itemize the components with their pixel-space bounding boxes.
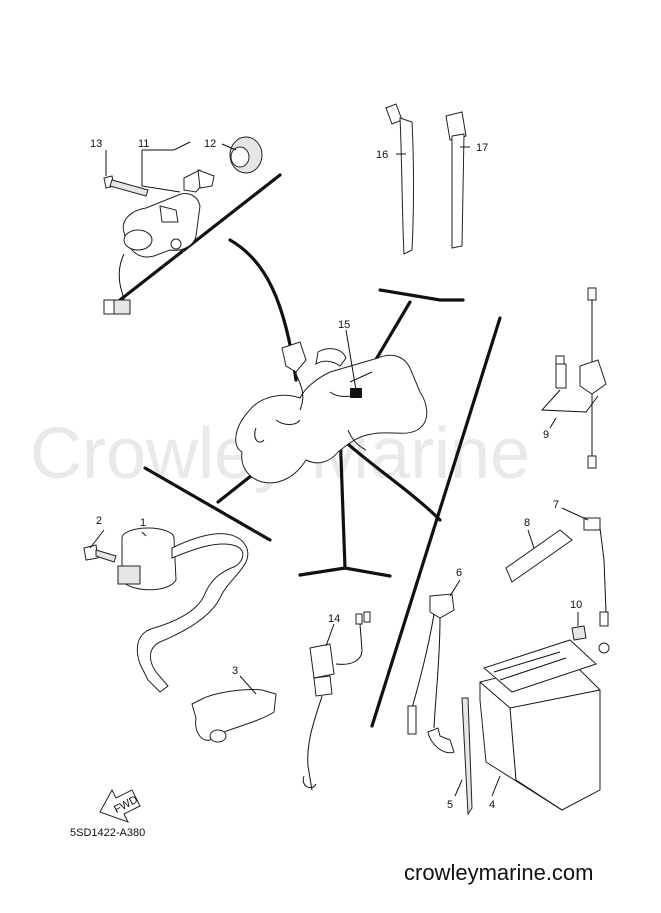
callout-2: 2 (96, 515, 102, 527)
callout-3: 3 (232, 665, 238, 677)
callout-7: 7 (553, 499, 559, 511)
sensor-group (302, 611, 371, 791)
fwd-arrow: FWD (99, 788, 141, 823)
callout-5: 5 (447, 799, 453, 811)
cable-tie-icon-2 (445, 111, 467, 141)
callout-9: 9 (543, 429, 549, 441)
scooter-silhouette (235, 341, 428, 484)
diagram-code: 5SD1422-A380 (70, 827, 145, 839)
battery-lead-icon (429, 593, 455, 619)
callout-1: 1 (140, 517, 146, 529)
site-url: crowleymarine.com (404, 860, 594, 885)
cable-band-group (385, 103, 470, 255)
bolt-icon-3 (571, 625, 587, 641)
ignition-coil-group (83, 527, 277, 743)
callout-11: 11 (138, 138, 149, 150)
callout-13: 13 (90, 138, 102, 150)
main-switch-group (103, 136, 263, 315)
callout-10: 10 (570, 599, 582, 611)
callout-6: 6 (456, 567, 462, 579)
battery-band-icon (505, 529, 573, 583)
callout-16: 16 (376, 149, 388, 161)
callout-12: 12 (204, 138, 216, 150)
callout-labels: 1 2 3 4 5 6 7 8 9 10 11 12 13 14 15 16 1… (90, 138, 582, 811)
fuse-holder-icon (579, 359, 607, 395)
wire-harness-connector (350, 388, 362, 398)
callout-14: 14 (328, 613, 340, 625)
callout-17: 17 (476, 142, 488, 154)
switch-sensor-icon (309, 643, 335, 679)
fuse-holder-group (540, 287, 607, 469)
callout-4: 4 (489, 799, 495, 811)
callout-15: 15 (338, 319, 350, 331)
callout-8: 8 (524, 517, 530, 529)
plug-cap-icon (191, 689, 277, 741)
battery-group (407, 507, 610, 816)
cable-tie-icon (385, 103, 403, 125)
